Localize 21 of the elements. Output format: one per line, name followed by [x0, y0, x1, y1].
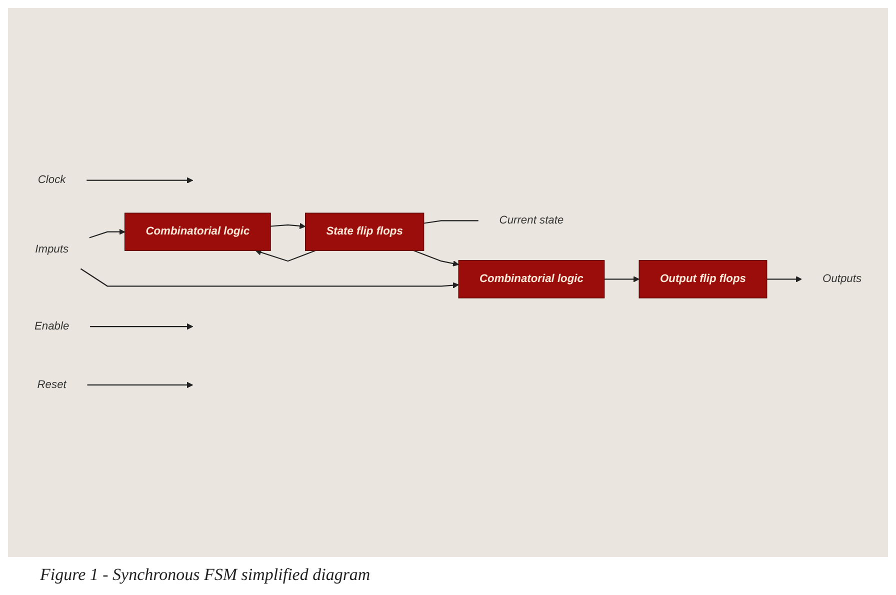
node-box: Combinatorial logic	[458, 260, 605, 298]
figure-caption: Figure 1 - Synchronous FSM simplified diagram	[40, 564, 370, 586]
node-text: Outputs	[822, 272, 862, 285]
node-text: Imputs	[35, 244, 69, 256]
arrow	[604, 276, 640, 282]
node-box: Combinatorial logic	[124, 212, 271, 251]
arrow	[87, 382, 194, 388]
arrow	[86, 177, 194, 184]
node-box: State flip flops	[304, 212, 424, 251]
arrow	[255, 249, 316, 262]
node-text: Reset	[37, 378, 66, 390]
node-text: Enable	[34, 320, 70, 332]
arrow	[766, 276, 802, 282]
node-text: Current state	[499, 214, 564, 226]
arrow	[80, 268, 459, 288]
arrow	[414, 250, 459, 266]
node-text: Clock	[38, 174, 66, 186]
node-box: Output flip flops	[638, 260, 768, 298]
arrow	[89, 228, 126, 238]
arrow	[90, 323, 194, 330]
arrow	[270, 222, 306, 229]
